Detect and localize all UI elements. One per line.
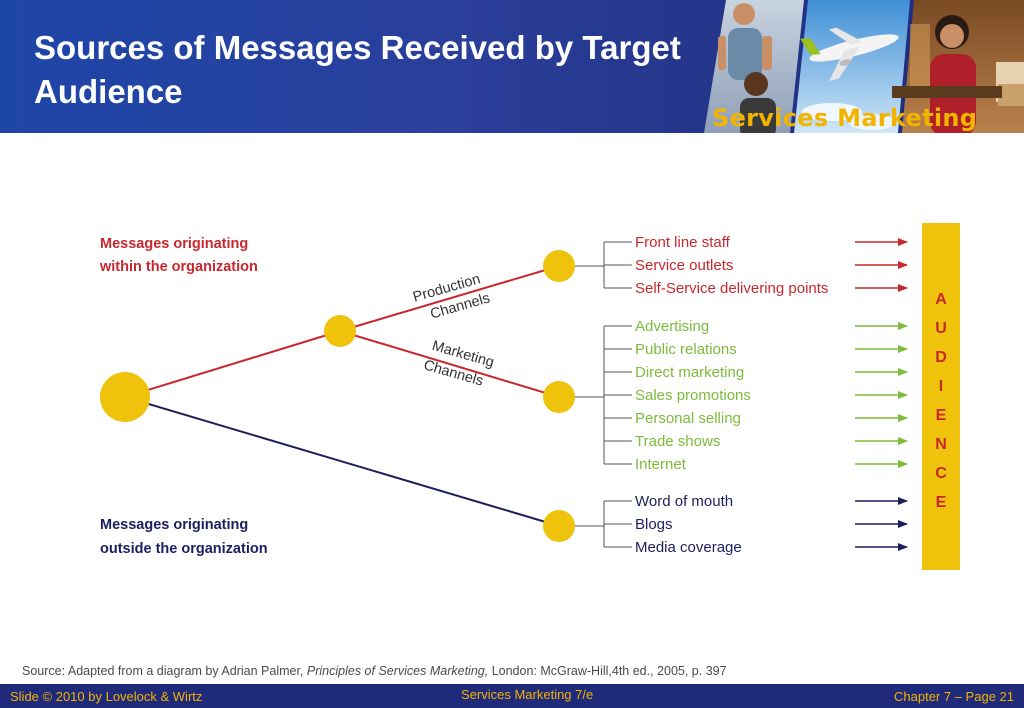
production-channel-node — [543, 250, 575, 282]
audience-letter: E — [936, 494, 947, 511]
production-item-label: Front line staff — [635, 234, 731, 251]
link-root-to-within — [124, 330, 341, 398]
marketing-item-label: Internet — [635, 456, 687, 473]
audience-letter: A — [935, 291, 947, 308]
airplane-photo — [794, 0, 910, 133]
message-sources-diagram: Messages originating within the organiza… — [99, 223, 960, 570]
brand-logo-text: Services Marketing — [712, 104, 978, 132]
source-book-title: Principles of Services Marketing, — [306, 664, 489, 678]
root-node — [100, 372, 150, 422]
link-within-to-production — [339, 265, 560, 332]
footer-copyright: Slide © 2010 by Lovelock & Wirtz — [10, 689, 203, 704]
marketing-item-label: Direct marketing — [635, 364, 744, 381]
page-title: Sources of Messages Received by Target A… — [34, 29, 681, 110]
marketing-channels-label: Marketing Channels — [422, 337, 500, 392]
link-within-to-marketing — [339, 330, 560, 398]
marketing-item-label: Public relations — [635, 341, 737, 358]
header-banner: Sources of Messages Received by Target A… — [0, 0, 1024, 133]
audience-bar — [922, 223, 960, 570]
production-item-label: Service outlets — [635, 257, 733, 274]
marketing-item-label: Advertising — [635, 318, 709, 335]
outside-organization-node — [543, 510, 575, 542]
source-citation: Source: Adapted from a diagram by Adrian… — [22, 664, 727, 678]
footer-page-number: Chapter 7 – Page 21 — [894, 689, 1014, 704]
marketing-channel-node — [543, 381, 575, 413]
header-photo-collage — [704, 0, 1024, 133]
source-prefix: Source: Adapted from a diagram by Adrian… — [22, 664, 307, 678]
audience-letter: I — [939, 378, 943, 395]
source-suffix: London: McGraw-Hill,4th ed., 2005, p. 39… — [488, 664, 727, 678]
outside-item-label: Blogs — [635, 516, 673, 533]
link-root-to-outside — [124, 396, 560, 527]
marketing-item-label: Trade shows — [635, 433, 720, 450]
footer-bar: Slide © 2010 by Lovelock & Wirtz Service… — [0, 684, 1024, 708]
outside-item-label: Word of mouth — [635, 493, 733, 510]
production-item-label: Self-Service delivering points — [635, 280, 828, 297]
marketing-item-label: Sales promotions — [635, 387, 751, 404]
outside-organization-label: Messages originating outside the organiz… — [100, 517, 268, 557]
audience-letter: N — [935, 436, 947, 453]
marketing-item-label: Personal selling — [635, 410, 741, 427]
footer-course: Services Marketing 7/e — [461, 687, 594, 702]
audience-letter: C — [935, 465, 947, 482]
audience-letter: E — [936, 407, 947, 424]
within-organization-label: Messages originating within the organiza… — [99, 236, 258, 275]
within-organization-node — [324, 315, 356, 347]
audience-letter: U — [935, 320, 947, 337]
audience-letter: D — [935, 349, 947, 366]
outside-item-label: Media coverage — [635, 539, 742, 556]
